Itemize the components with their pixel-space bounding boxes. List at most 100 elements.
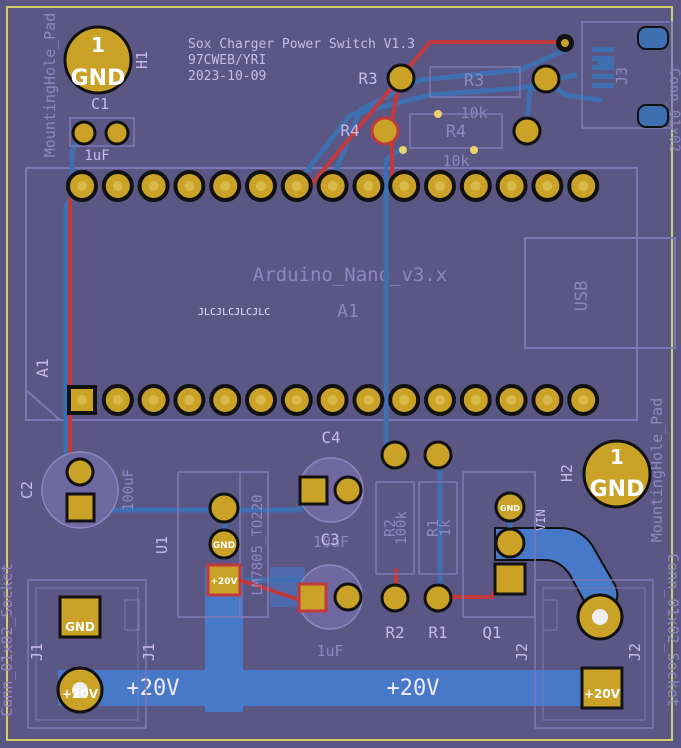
- r1-ref-label: R1: [428, 623, 447, 642]
- u1-pad-gnd: GND: [213, 541, 235, 551]
- r1-value-label: 1k: [438, 519, 454, 536]
- resistor-r4: [370, 110, 542, 154]
- c1-value-label: 1uF: [84, 148, 109, 164]
- arduino-ref-label: A1: [337, 301, 359, 322]
- c1-ref-label: C1: [91, 95, 109, 113]
- arduino-top-drill-4: [184, 181, 195, 191]
- h1-ref-label: H1: [133, 51, 151, 69]
- capacitor-c3: [297, 564, 363, 630]
- resistor-r3: [386, 63, 561, 98]
- arduino-top-drill-14: [542, 181, 553, 191]
- arduino-top-drill-5: [220, 181, 231, 191]
- capacitor-c1: [69, 117, 135, 147]
- v20-pour-label-left: +20V: [127, 676, 180, 701]
- arduino-bottom-drill-8: [327, 395, 338, 405]
- resistor-r2: [375, 440, 415, 613]
- arduino-bottom-drill-11: [435, 395, 445, 405]
- u1-pad-20v: +20V: [210, 577, 237, 587]
- arduino-bottom-drill-2: [112, 395, 123, 405]
- h1-gnd-label: GND: [71, 66, 126, 91]
- arduino-top-header: [66, 170, 600, 202]
- jlc-order-mark: JLCJLCJLCJLC: [198, 307, 270, 318]
- j1-ref-label-right: J1: [140, 643, 158, 661]
- arduino-bottom-drill-1: [77, 395, 87, 405]
- connector-j2: +20V: [534, 579, 654, 729]
- connector-j3: [556, 21, 673, 129]
- j2-ref-label-right: J2: [626, 643, 644, 661]
- j3-ref-label: J3: [613, 67, 631, 85]
- h2-pin-number: 1: [610, 445, 624, 469]
- mounting-hole-h1: 1 GND: [63, 25, 133, 95]
- arduino-top-drill-11: [435, 181, 445, 191]
- arduino-top-drill-3: [148, 181, 159, 191]
- r3-value-label: 10k: [460, 104, 487, 122]
- c2-ref-label: C2: [18, 481, 36, 499]
- transistor-q1: GND VIN: [462, 471, 548, 618]
- arduino-bottom-drill-4: [184, 395, 195, 405]
- usb-label: USB: [572, 281, 592, 312]
- a1-silk-label: A1: [33, 358, 52, 377]
- mounting-hole-h2: 1 GND: [582, 439, 652, 509]
- j1-pad-20v: +20V: [62, 687, 99, 701]
- board-edge-cut: [6, 6, 673, 741]
- r4-value-label: 10k: [442, 152, 469, 170]
- h1-pin-number: 1: [91, 33, 105, 57]
- resistor-r1: [418, 440, 458, 613]
- regulator-u1: GND +20V: [177, 471, 269, 618]
- h2-gnd-label: GND: [590, 477, 645, 502]
- arduino-top-drill-9: [363, 181, 374, 191]
- c2-value-label: 100uF: [121, 469, 137, 511]
- r3-ref-label: R3: [358, 69, 377, 88]
- u1-ref-label: U1: [153, 536, 171, 554]
- r2-ref-label: R2: [385, 623, 404, 642]
- arduino-top-drill-12: [470, 181, 481, 191]
- arduino-bottom-drill-6: [256, 395, 266, 405]
- q1-ref-label: Q1: [482, 623, 501, 642]
- r4-ref-label-body: R4: [446, 122, 466, 142]
- arduino-bottom-drill-9: [363, 395, 374, 405]
- board-date: 2023-10-09: [188, 69, 266, 84]
- arduino-top-drill-6: [256, 181, 266, 191]
- j2-ref-label: J2: [513, 643, 531, 661]
- arduino-top-drill-15: [578, 181, 589, 191]
- capacitor-c2: [41, 451, 119, 529]
- arduino-top-drill-13: [506, 181, 517, 191]
- mounting-hole-left-value: MountingHole_Pad: [41, 13, 59, 158]
- arduino-bottom-drill-5: [220, 395, 231, 405]
- arduino-bottom-drill-10: [399, 395, 410, 405]
- c3-value-label: 1uF: [316, 642, 343, 660]
- r2-value-label: 100k: [394, 511, 410, 545]
- arduino-bottom-drill-14: [542, 395, 553, 405]
- c4-ref-label: C4: [321, 428, 340, 447]
- arduino-bottom-drill-15: [578, 395, 589, 405]
- j1-pad-gnd: GND: [65, 620, 95, 634]
- q1-pad-gnd: GND: [500, 504, 520, 513]
- v20-copper-pour: [58, 567, 624, 712]
- j2-value-label: Conn_01x02_Socket: [664, 553, 681, 707]
- arduino-top-drill-10: [399, 181, 410, 191]
- v20-pour-label-right: +20V: [387, 676, 440, 701]
- arduino-top-drill-8: [327, 181, 338, 191]
- capacitor-c4: [298, 457, 364, 523]
- arduino-bottom-header: [67, 384, 600, 416]
- arduino-top-drill-7: [291, 181, 302, 191]
- r2-ref-label-body: R2: [381, 519, 399, 537]
- r3-ref-label-body: R3: [464, 71, 484, 91]
- arduino-top-drill-1: [77, 181, 87, 191]
- arduino-top-drill-2: [112, 181, 123, 191]
- u1-value-label: LM7805_TO220: [250, 494, 266, 595]
- arduino-bottom-drill-12: [470, 395, 481, 405]
- arduino-bottom-drill-7: [291, 395, 302, 405]
- arduino-nano-footprint: Arduino_Nano_v3.x A1 USB A1: [25, 167, 676, 421]
- board-title: Sox Charger Power Switch V1.3: [188, 37, 415, 52]
- c3-ref-label: C3: [320, 530, 339, 549]
- board-author: 97CWEB/YRI: [188, 53, 266, 68]
- h2-ref-label: H2: [558, 464, 576, 482]
- arduino-value-label: Arduino_Nano_v3.x: [253, 264, 447, 286]
- arduino-bottom-drill-13: [506, 395, 517, 405]
- connector-j1: GND +20V: [27, 579, 147, 729]
- q1-pad-vin: VIN: [534, 509, 548, 531]
- r4-ref-label: R4: [340, 121, 359, 140]
- j2-pad-20v: +20V: [584, 687, 621, 701]
